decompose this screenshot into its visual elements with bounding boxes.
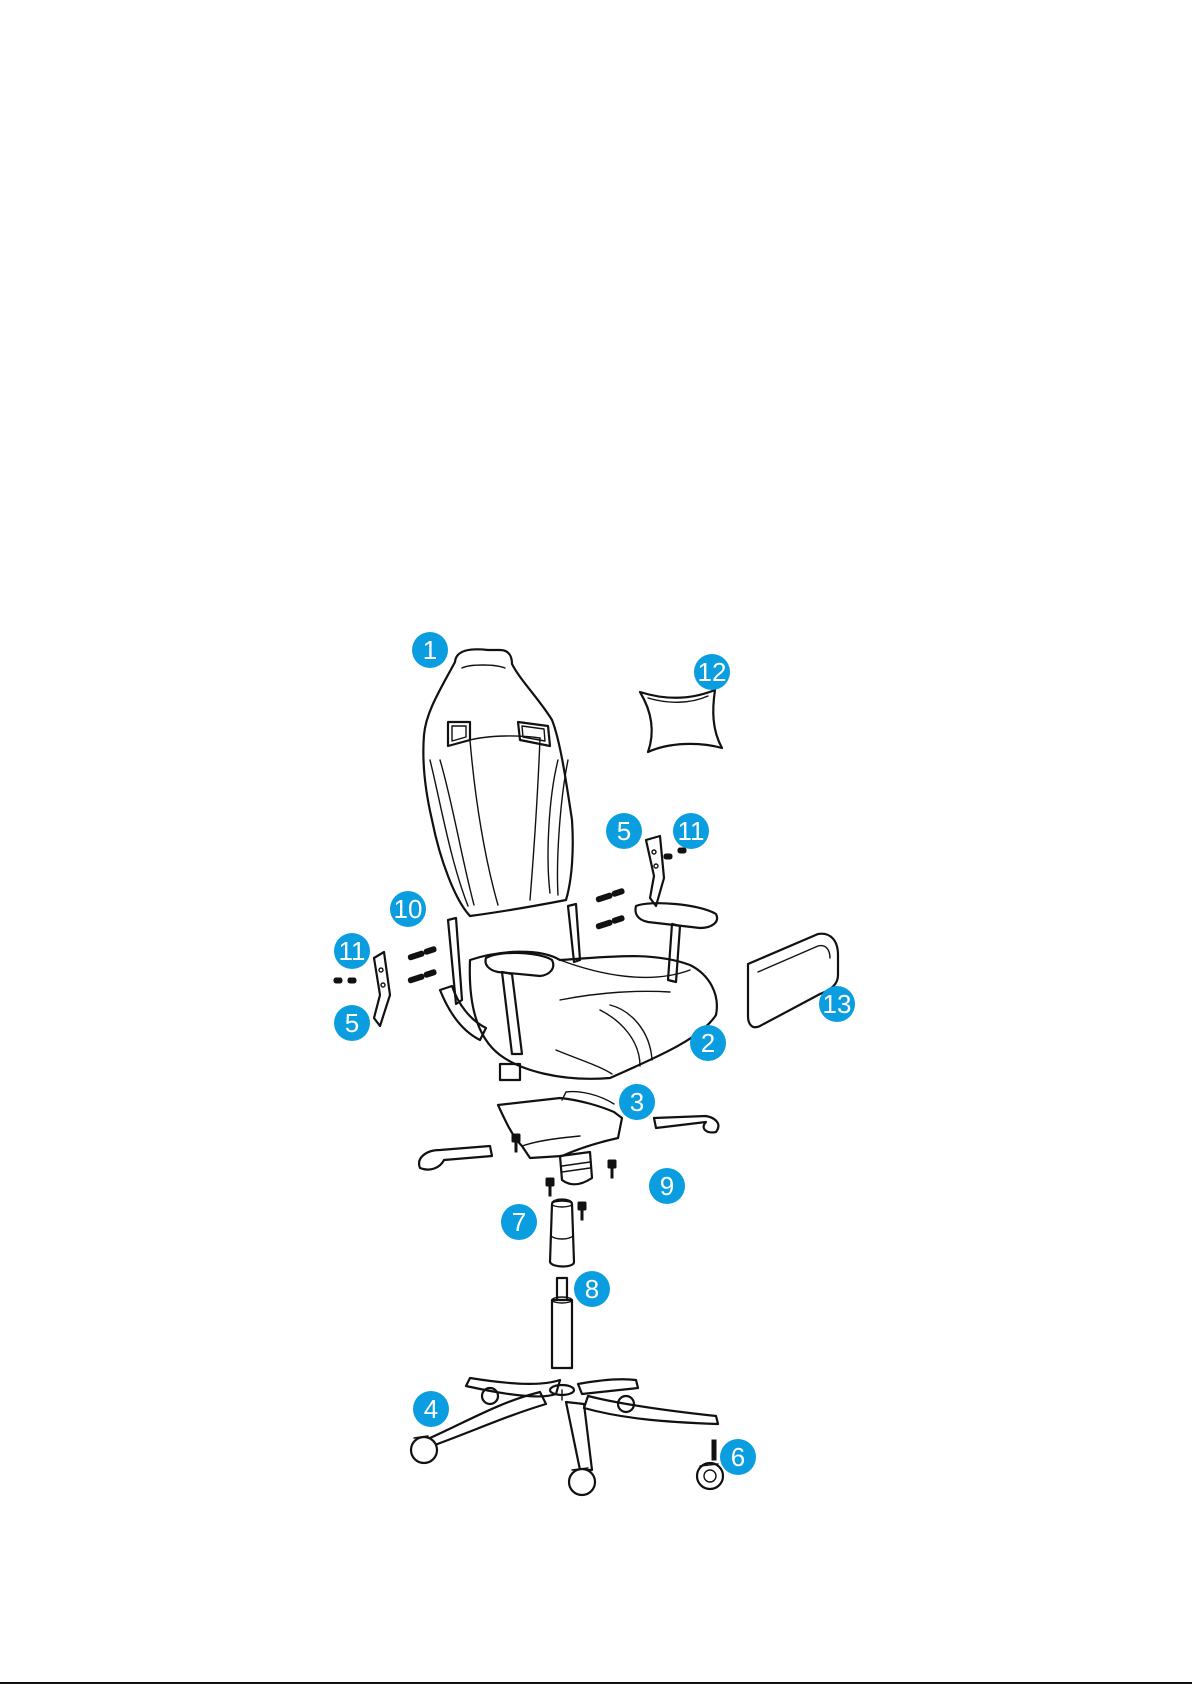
callout-5: 5 xyxy=(334,1005,370,1041)
seat-part xyxy=(440,903,717,1080)
callout-5: 5 xyxy=(606,813,642,849)
callout-3: 3 xyxy=(619,1084,655,1120)
callout-8: 8 xyxy=(574,1271,610,1307)
callout-13: 13 xyxy=(819,986,855,1022)
callout-number: 5 xyxy=(345,1008,359,1038)
callout-badges: 1 12 5 11 10 11 5 13 2 3 9 7 8 4 6 xyxy=(334,632,855,1475)
callout-6: 6 xyxy=(720,1439,756,1475)
bottom-rule xyxy=(0,1682,1192,1684)
callout-number: 3 xyxy=(630,1087,644,1117)
caster-part xyxy=(697,1440,723,1489)
callout-10: 10 xyxy=(390,891,426,927)
callout-number: 6 xyxy=(731,1442,745,1472)
callout-4: 4 xyxy=(413,1391,449,1427)
screws-right-set xyxy=(596,888,625,929)
callout-number: 8 xyxy=(585,1274,599,1304)
caps-right-set xyxy=(664,848,686,859)
callout-number: 11 xyxy=(678,816,705,846)
callout-7: 7 xyxy=(501,1204,537,1240)
callout-12: 12 xyxy=(694,654,730,690)
callout-11: 11 xyxy=(673,813,709,849)
side-cover-right-part xyxy=(646,836,664,906)
cylinder-cover-part xyxy=(550,1200,574,1267)
callout-number: 9 xyxy=(660,1171,674,1201)
side-cover-left-part xyxy=(374,952,390,1026)
caps-left-set xyxy=(334,978,356,983)
headrest-pillow-part xyxy=(640,690,722,752)
star-base-part xyxy=(411,1378,718,1495)
callout-9: 9 xyxy=(649,1168,685,1204)
callout-number: 12 xyxy=(698,657,727,687)
gas-lift-part xyxy=(552,1278,572,1368)
callout-number: 4 xyxy=(424,1394,438,1424)
callout-number: 2 xyxy=(701,1028,715,1058)
backrest-part xyxy=(423,649,572,916)
callout-11: 11 xyxy=(334,933,370,969)
callout-number: 13 xyxy=(823,989,852,1019)
callout-number: 5 xyxy=(617,816,631,846)
callout-number: 11 xyxy=(339,936,366,966)
callout-number: 7 xyxy=(512,1207,526,1237)
screws-left-set xyxy=(408,946,437,983)
callout-number: 10 xyxy=(394,894,423,924)
callout-2: 2 xyxy=(690,1025,726,1061)
callout-1: 1 xyxy=(412,632,448,668)
callout-number: 1 xyxy=(423,635,437,665)
